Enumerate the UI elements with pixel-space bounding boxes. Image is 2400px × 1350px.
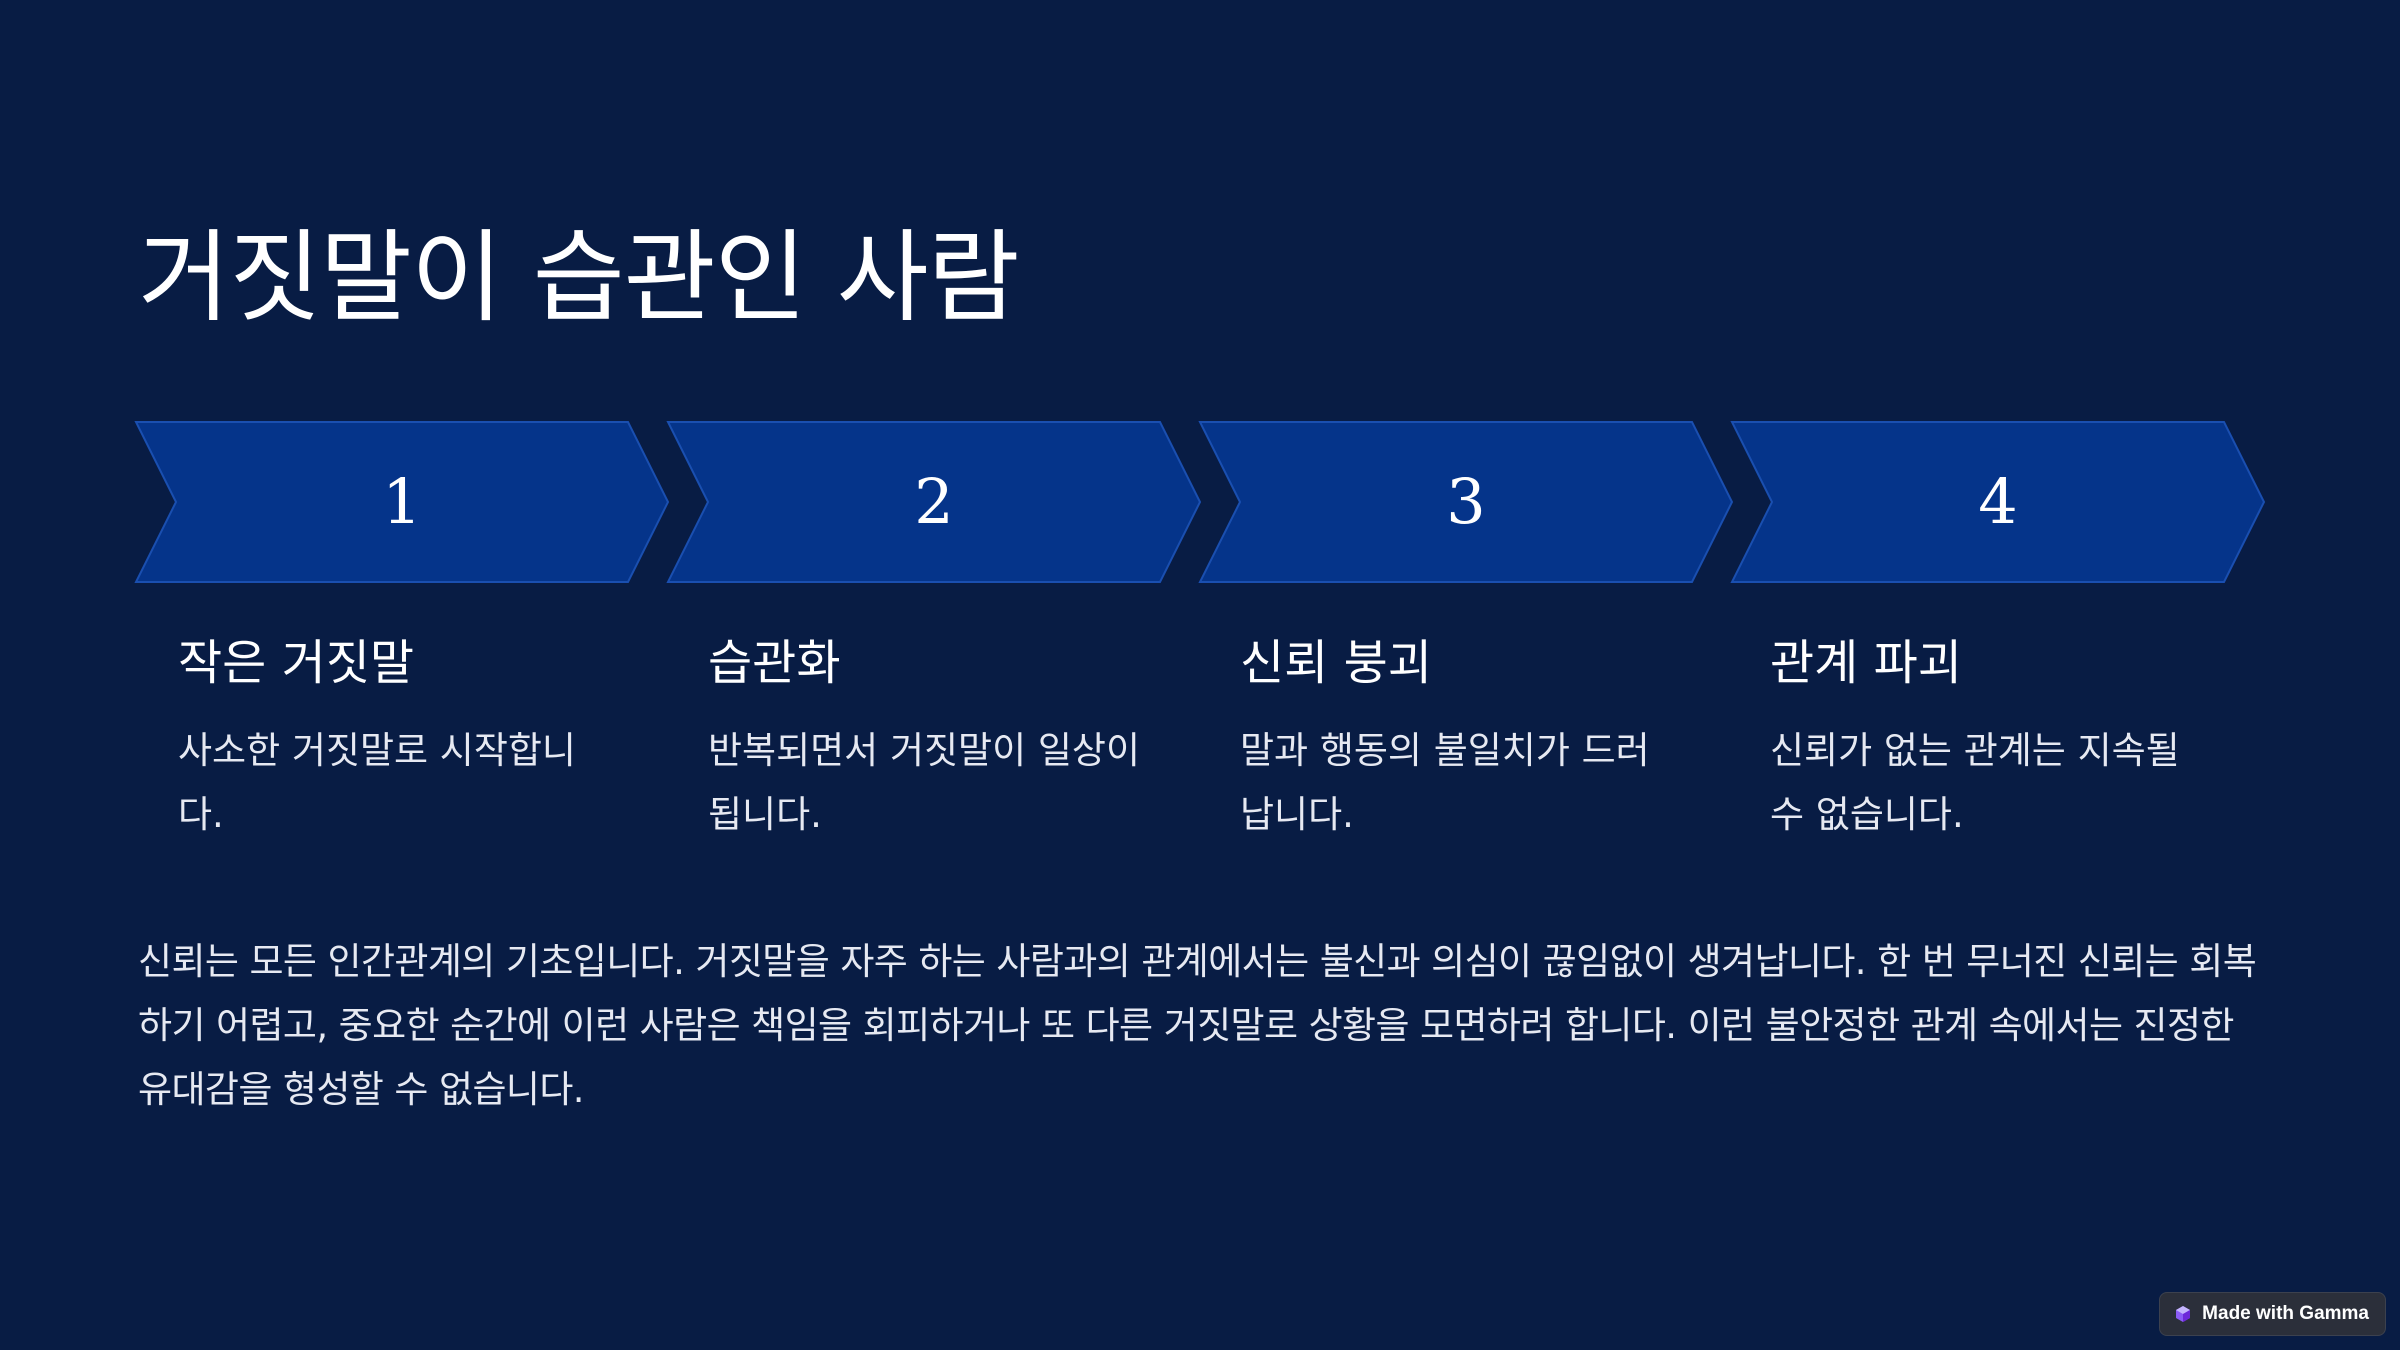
step-description: 사소한 거짓말로 시작합니다. <box>178 729 576 837</box>
step-number-1: 1 <box>382 465 422 538</box>
step-number-2: 2 <box>914 465 954 538</box>
chevron-3 <box>1198 421 1734 583</box>
step-description: 말과 행동의 불일치가 드러납니다. <box>1240 729 1650 837</box>
chevron-2 <box>666 421 1202 583</box>
step-card-3: 신뢰 붕괴 말과 행동의 불일치가 드러납니다. <box>1240 630 1680 847</box>
gamma-logo-icon <box>2176 1306 2191 1322</box>
page-title: 거짓말이 습관인 사람 <box>138 219 1020 336</box>
step-number-3: 3 <box>1446 465 1486 538</box>
step-card-1: 작은 거짓말 사소한 거짓말로 시작합니다. <box>178 630 618 847</box>
made-with-gamma-badge[interactable]: Made with Gamma <box>2159 1292 2386 1336</box>
body-paragraph: 신뢰는 모든 인간관계의 기초입니다. 거짓말을 자주 하는 사람과의 관계에서… <box>138 940 2257 1111</box>
step-title: 작은 거짓말 <box>178 635 415 691</box>
step-card-4: 관계 파괴 신뢰가 없는 관계는 지속될 수 없습니다. <box>1770 630 2210 847</box>
chevron-1 <box>134 421 670 583</box>
step-card-2: 습관화 반복되면서 거짓말이 일상이 됩니다. <box>708 630 1148 847</box>
step-number-4: 4 <box>1978 465 2018 538</box>
chevron-4 <box>1730 421 2266 583</box>
step-description: 신뢰가 없는 관계는 지속될 수 없습니다. <box>1770 729 2180 837</box>
step-title: 습관화 <box>708 635 841 691</box>
step-title: 관계 파괴 <box>1770 635 1962 691</box>
badge-label: Made with Gamma <box>2202 1303 2369 1324</box>
step-title: 신뢰 붕괴 <box>1240 635 1432 691</box>
process-steps: 1 2 3 4 <box>134 420 2266 584</box>
step-description: 반복되면서 거짓말이 일상이 됩니다. <box>708 729 1141 837</box>
step-chevrons <box>134 421 2266 583</box>
